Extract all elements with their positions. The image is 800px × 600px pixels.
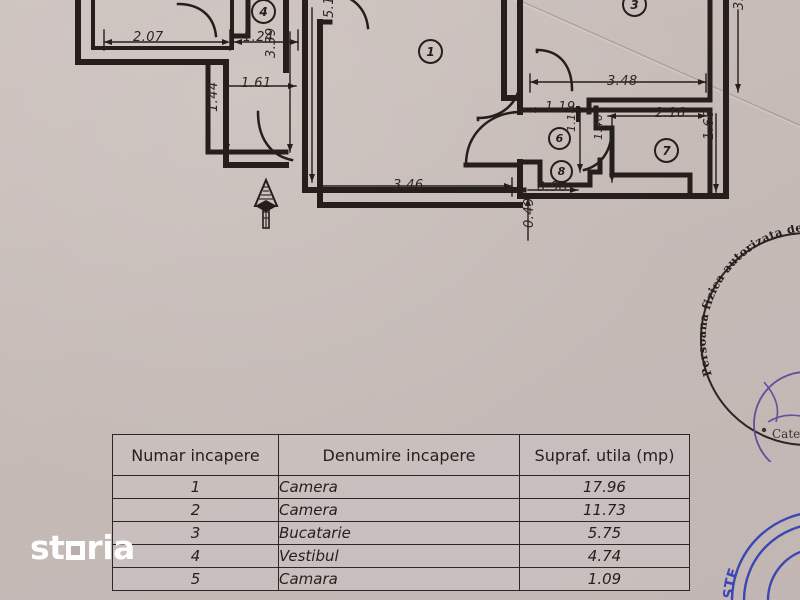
table-row: 2 Camera 11.73 <box>112 498 690 522</box>
dim-1-19: 1.19 <box>545 100 576 115</box>
dim-0-98: 0.98 <box>537 180 568 195</box>
room-marker-8-label: 8 <box>557 165 566 178</box>
storia-suffix: ria <box>86 528 135 567</box>
dim-0-49: 0.49 <box>522 197 537 228</box>
purple-stamp-label: Cate <box>772 427 800 441</box>
blue-ministry-seal: MINISTE Oficiul ROM <box>721 513 800 600</box>
table-row: 5 Camara 1.09 <box>112 567 690 591</box>
cell-num: 4 <box>112 544 279 568</box>
storia-prefix: st <box>30 528 65 567</box>
room-marker-3-label: 3 <box>630 0 639 12</box>
purple-signature-stamp: Cate <box>753 371 800 462</box>
north-arrow-icon <box>253 177 279 229</box>
table-row: 4 Vestibul 4.74 <box>112 544 690 568</box>
cell-num: 2 <box>112 498 279 522</box>
storia-square-o-icon <box>65 541 85 560</box>
cell-name: Bucatarie <box>278 521 520 545</box>
room-marker-6-label: 6 <box>555 132 564 145</box>
cell-name: Camara <box>278 567 520 591</box>
dim-3-partial: 3. <box>732 0 747 10</box>
cell-name: Camera <box>278 498 520 522</box>
room-marker-8: 8 <box>550 160 573 183</box>
room-marker-3: 3 <box>622 0 647 17</box>
cell-num: 3 <box>112 521 279 545</box>
dim-1-14: 1.14 <box>565 105 578 132</box>
room-marker-4-label: 4 <box>259 4 268 19</box>
header-denumire-incapere: Denumire incapere <box>278 434 520 476</box>
room-marker-1-label: 1 <box>426 44 435 59</box>
header-supraf-utila: Supraf. utila (mp) <box>519 434 690 476</box>
seal-text-outer: MINISTE <box>721 566 744 600</box>
table-row: 3 Bucatarie 5.75 <box>112 521 690 545</box>
dim-1-24: 1.24 <box>243 30 274 45</box>
dim-1-68: 1.68 <box>702 109 717 140</box>
cell-area: 4.74 <box>519 544 690 568</box>
room-marker-1: 1 <box>418 39 443 64</box>
dim-1-44: 1.44 <box>206 81 221 112</box>
certification-stamp-lines: CERTI D AUTOR Seria RO-M SILVIU <box>744 252 800 361</box>
cell-area: 17.96 <box>519 475 690 499</box>
cell-num: 1 <box>112 475 279 499</box>
cell-num: 5 <box>112 567 279 591</box>
cell-area: 11.73 <box>519 498 690 522</box>
dim-3-39: 3.39 <box>264 27 279 58</box>
dim-2-16: 2.16 <box>655 106 686 121</box>
cell-area: 5.75 <box>519 521 690 545</box>
stamp-line-1: CERTI <box>744 252 800 274</box>
stamp-line-3: AUTOR <box>744 296 800 318</box>
room-marker-4: 4 <box>251 0 276 24</box>
rooms-table: Numar incapere Denumire incapere Supraf.… <box>112 434 690 591</box>
stamp-line-2: D <box>744 274 800 296</box>
header-numar-incapere: Numar incapere <box>112 434 279 476</box>
cell-area: 1.09 <box>519 567 690 591</box>
room-marker-7: 7 <box>654 138 679 163</box>
cell-name: Camera <box>278 475 520 499</box>
room-marker-7-label: 7 <box>662 143 671 158</box>
cell-name: Vestibul <box>278 544 520 568</box>
dim-1-61: 1.61 <box>241 76 272 91</box>
dim-2-07: 2.07 <box>133 30 164 45</box>
room-marker-6: 6 <box>548 127 571 150</box>
dim-5-19: 5.19 <box>322 0 337 18</box>
table-header-row: Numar incapere Denumire incapere Supraf.… <box>112 434 690 476</box>
dim-3-48: 3.48 <box>607 74 638 89</box>
stamp-line-4: Seria RO-M <box>744 317 800 336</box>
table-row: 1 Camera 17.96 <box>112 475 690 499</box>
dim-3-46: 3.46 <box>393 178 424 193</box>
svg-text:MINISTE: MINISTE <box>721 566 744 600</box>
dim-1-46: 1.46 <box>592 113 605 140</box>
